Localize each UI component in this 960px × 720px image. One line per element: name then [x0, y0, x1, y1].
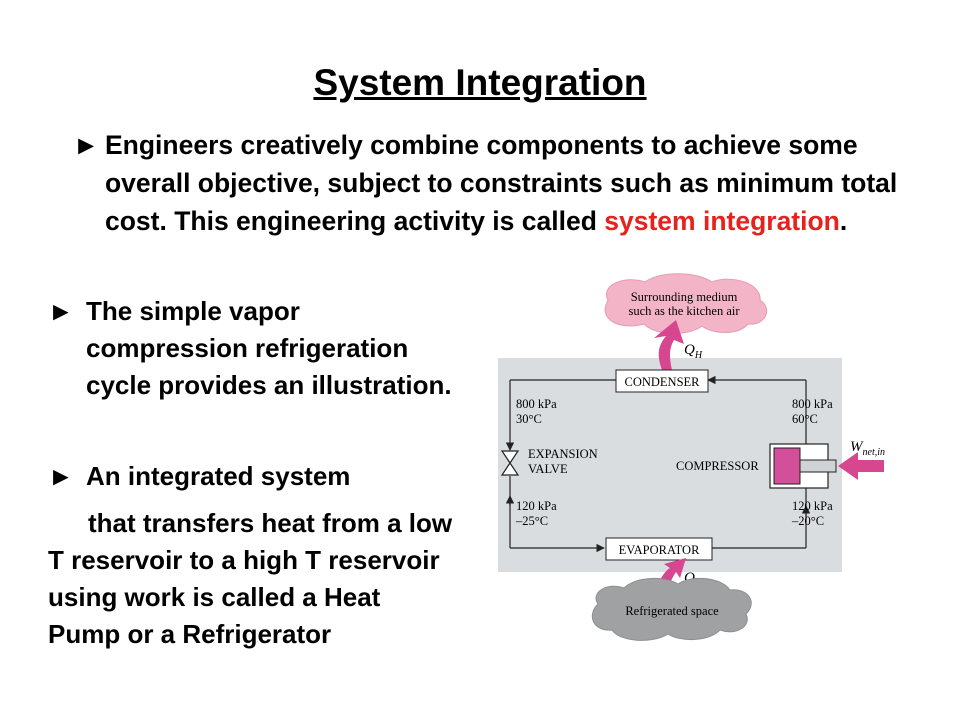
- cloud-bottom-label: Refrigerated space: [625, 604, 719, 618]
- state-bottom-right-pressure: 120 kPa: [792, 499, 833, 513]
- state-top-left-pressure: 800 kPa: [516, 397, 557, 411]
- state-bottom-left-temp: –25°C: [515, 514, 548, 528]
- bullet-arrow-icon: ►: [73, 130, 100, 160]
- intro-paragraph: ► Engineers creatively combine component…: [73, 126, 948, 240]
- state-top-right-pressure: 800 kPa: [792, 397, 833, 411]
- compressor-rod: [799, 459, 837, 473]
- intro-text: Engineers creatively combine components …: [105, 130, 898, 236]
- bullet-arrow-icon: ►: [48, 296, 74, 326]
- intro-end: .: [839, 206, 848, 236]
- expansion-label-2: VALVE: [528, 462, 568, 476]
- bullet-arrow-icon: ►: [48, 461, 74, 491]
- condenser-box: [615, 369, 709, 393]
- q-high-label: QH: [684, 342, 703, 361]
- cloud-top-line1: Surrounding medium: [631, 290, 738, 304]
- expansion-label-1: EXPANSION: [528, 447, 598, 461]
- bullet-text: The simple vapor compression refrigerati…: [86, 296, 452, 400]
- surrounding-medium-cloud: [604, 273, 768, 334]
- cloud-top-line2: such as the kitchen air: [628, 304, 740, 318]
- heat-pump-text: that transfers heat from a low T reservo…: [48, 508, 453, 649]
- state-top-left-temp: 30°C: [516, 412, 542, 426]
- heat-pump-definition: that transfers heat from a low T reservo…: [48, 505, 458, 653]
- intro-highlight: system integration: [604, 206, 840, 236]
- evaporator-label: EVAPORATOR: [619, 543, 700, 557]
- state-bottom-right-temp: –20°C: [791, 514, 824, 528]
- compressor-label: COMPRESSOR: [676, 459, 759, 473]
- condenser-label: CONDENSER: [624, 375, 700, 389]
- work-in-arrow: [838, 452, 884, 480]
- refrigerated-space-cloud: [591, 577, 752, 641]
- bullet-vapor-cycle: ► The simple vapor compression refrigera…: [48, 293, 458, 404]
- state-top-right-temp: 60°C: [792, 412, 818, 426]
- slide-title: System Integration: [313, 62, 647, 103]
- evaporator-box: [605, 537, 713, 561]
- refrigeration-cycle-diagram: Surrounding medium such as the kitchen a…: [440, 270, 960, 650]
- bullet-integrated-system: ► An integrated system: [48, 458, 458, 495]
- bullet-text: An integrated system: [86, 461, 351, 491]
- state-bottom-left-pressure: 120 kPa: [516, 499, 557, 513]
- compressor-piston: [773, 447, 801, 485]
- work-label: Wnet,in: [850, 439, 885, 458]
- heat-out-arrow: [654, 320, 684, 370]
- refrigeration-cycle-svg: Surrounding medium such as the kitchen a…: [498, 273, 885, 641]
- expansion-valve-icon: [500, 450, 520, 476]
- intro-text-block: Engineers creatively combine components …: [78, 126, 948, 240]
